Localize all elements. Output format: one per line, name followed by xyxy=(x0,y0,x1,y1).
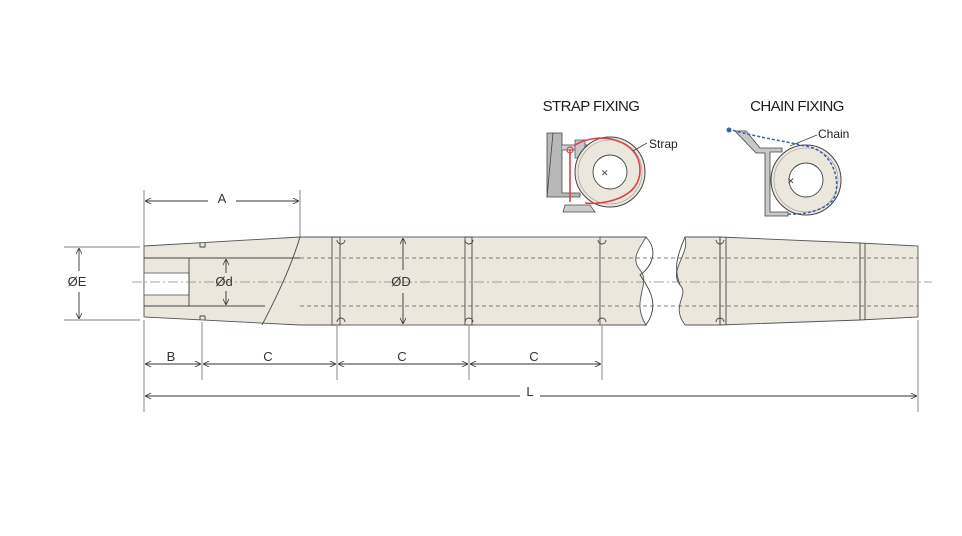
chain-fixing-diagram: CHAIN FIXING ✕ Chain xyxy=(726,98,849,217)
fender-tail-section xyxy=(719,236,919,326)
chain-line xyxy=(727,128,838,215)
dim-Od-label: Ød xyxy=(215,274,232,289)
fender-segment-3 xyxy=(599,236,647,326)
fender-segment-2 xyxy=(464,236,601,326)
dim-C2-label: C xyxy=(397,349,406,364)
dim-A-label: A xyxy=(218,191,227,206)
dimension-lines: A ØE Ød ØD B C C C L xyxy=(64,190,919,412)
chain-axle-icon: ✕ xyxy=(787,177,795,187)
strap-fender-bore xyxy=(592,154,628,190)
chain-callout: Chain xyxy=(818,127,849,141)
fender-segment-4 xyxy=(675,236,721,326)
section-cut-curve xyxy=(261,236,301,326)
chain-fixing-title: CHAIN FIXING xyxy=(750,98,844,115)
segment-grooves xyxy=(332,236,727,326)
strap-line xyxy=(569,137,641,205)
strap-callout: Strap xyxy=(649,137,678,151)
chain-bracket xyxy=(734,130,789,217)
dim-OD-label: ØD xyxy=(391,274,411,289)
nose-groove-top xyxy=(199,243,206,248)
dim-B-label: B xyxy=(167,349,176,364)
dim-OE-label: ØE xyxy=(68,274,87,289)
dim-L-label: L xyxy=(526,384,533,399)
fender-segment-1 xyxy=(331,236,466,326)
nose-groove-bottom xyxy=(199,315,206,320)
break-mark-right xyxy=(676,236,686,286)
dim-C3-label: C xyxy=(529,349,538,364)
bore-end-face xyxy=(143,272,190,296)
strap-fixing-title: STRAP FIXING xyxy=(543,98,640,115)
strap-fixing-diagram: STRAP FIXING ✕ Strap xyxy=(543,98,678,213)
strap-axle-icon: ✕ xyxy=(601,169,609,179)
chain-fender-bore xyxy=(788,162,824,198)
dim-C1-label: C xyxy=(263,349,272,364)
break-mark-left xyxy=(639,236,654,326)
fender-main-view xyxy=(132,236,932,326)
